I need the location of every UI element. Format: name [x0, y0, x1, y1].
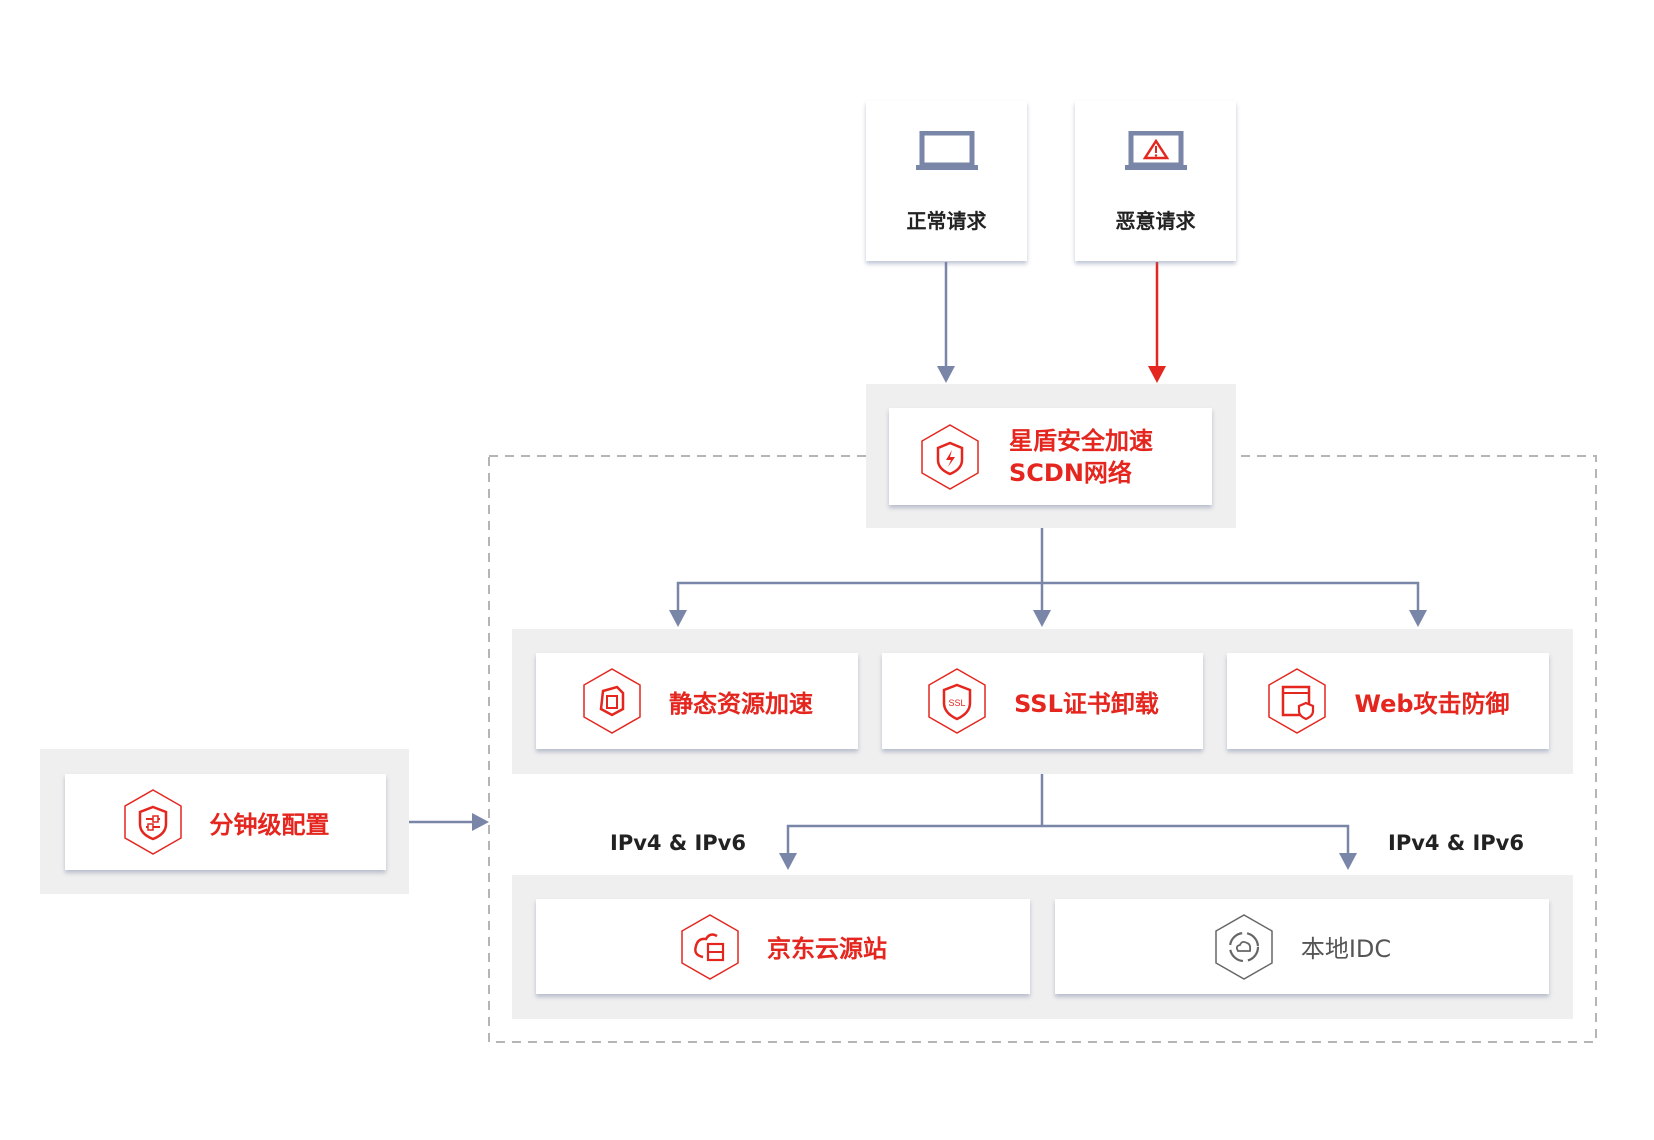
feature-label: Web攻击防御: [1354, 689, 1510, 718]
config-card: 分钟级配置: [65, 774, 386, 870]
local-idc-icon: [1215, 913, 1273, 980]
feature-card-static: 静态资源加速: [536, 653, 858, 749]
static-resource-icon: [583, 668, 641, 734]
protocol-label-left: IPv4 & IPv6: [610, 831, 746, 855]
scdn-boundary: [488, 455, 1597, 1043]
malicious-request-label: 恶意请求: [1115, 209, 1196, 233]
config-label: 分钟级配置: [209, 810, 330, 839]
ssl-shield-icon: SSL: [928, 668, 986, 734]
normal-request-card: 正常请求: [866, 101, 1027, 261]
normal-request-label: 正常请求: [906, 209, 987, 233]
web-shield-icon: [1268, 668, 1327, 734]
scdn-card: 星盾安全加速 SCDN网络: [889, 408, 1212, 505]
cloud-server-icon: [681, 913, 739, 980]
scdn-title: 星盾安全加速: [1009, 426, 1153, 455]
origin-card-jdcloud: 京东云源站: [536, 899, 1030, 994]
laptop-icon: [915, 131, 978, 170]
malicious-request-card: 恶意请求: [1075, 101, 1236, 261]
feature-label: SSL证书卸载: [1014, 689, 1159, 718]
feature-card-web: Web攻击防御: [1227, 653, 1549, 749]
shield-lightning-icon: [921, 423, 979, 490]
svg-text:SSL: SSL: [949, 698, 966, 708]
config-shield-icon: [123, 789, 182, 855]
origin-label: 京东云源站: [767, 935, 887, 963]
laptop-warning-icon: [1124, 131, 1187, 170]
origin-card-idc: 本地IDC: [1055, 899, 1549, 994]
origin-label: 本地IDC: [1300, 935, 1392, 963]
protocol-label-right: IPv4 & IPv6: [1388, 831, 1524, 855]
feature-card-ssl: SSL SSL证书卸载: [882, 653, 1203, 749]
scdn-subtitle: SCDN网络: [1009, 458, 1132, 487]
feature-label: 静态资源加速: [669, 689, 813, 718]
